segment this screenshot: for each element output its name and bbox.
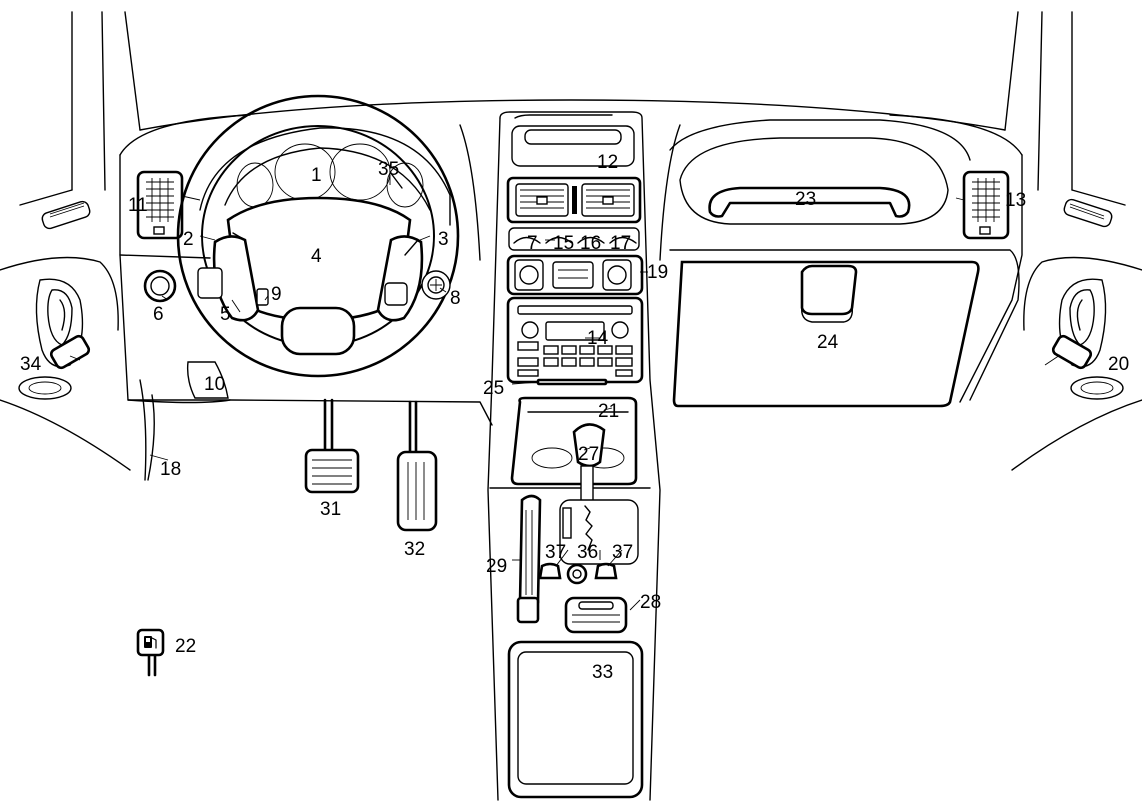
callout-35: 35: [378, 159, 399, 180]
steering-wheel[interactable]: [176, 94, 460, 378]
upper-storage-bin[interactable]: [511, 125, 635, 167]
callout-14: 14: [587, 328, 609, 349]
callout-7: 7: [527, 233, 538, 254]
callout-labels: 1 2 3 4 5 6 7 8 9 10 11 12 13 14 15 16 1…: [20, 152, 1129, 683]
passenger-grab-handle[interactable]: [679, 137, 949, 225]
callout-4: 4: [311, 246, 322, 267]
callout-10: 10: [204, 374, 225, 395]
climate-control-panel[interactable]: [506, 254, 644, 296]
right-side-defroster: [1063, 198, 1113, 228]
callout-25: 25: [483, 378, 504, 399]
callout-33: 33: [592, 662, 613, 683]
audio-head-unit[interactable]: [506, 296, 644, 384]
fuel-door-opener[interactable]: [136, 628, 165, 677]
callout-15: 15: [553, 233, 574, 254]
accelerator-pedal[interactable]: [396, 400, 438, 532]
brake-pedal[interactable]: [304, 398, 360, 494]
right-door-panel: [1011, 256, 1142, 471]
leader-lines: [69, 175, 1061, 611]
callout-5: 5: [220, 304, 231, 325]
callout-29: 29: [486, 556, 507, 577]
callout-12: 12: [597, 152, 618, 173]
callout-31: 31: [320, 499, 341, 520]
left-door-panel: [0, 256, 131, 471]
card-slot[interactable]: [536, 378, 608, 386]
callout-36: 36: [577, 542, 598, 563]
left-dimmer-knob[interactable]: [143, 269, 177, 303]
parking-brake-lever[interactable]: [516, 494, 542, 624]
hazard-switch-row[interactable]: [508, 227, 640, 251]
fuel-pump-icon: [144, 636, 157, 649]
callout-24: 24: [817, 332, 839, 353]
instrument-cluster: [199, 127, 451, 226]
callout-19: 19: [647, 262, 668, 283]
left-air-vent: [136, 170, 184, 240]
callout-6: 6: [153, 304, 164, 325]
callout-21: 21: [598, 401, 619, 422]
rear-console-button[interactable]: [564, 596, 628, 634]
callout-13: 13: [1005, 190, 1026, 211]
callout-37b: 37: [612, 542, 633, 563]
callout-16: 16: [580, 233, 601, 254]
center-air-vents[interactable]: [506, 176, 642, 224]
callout-11: 11: [128, 195, 148, 216]
callout-34: 34: [20, 354, 42, 375]
gear-shift-lever[interactable]: [538, 423, 639, 585]
callout-32: 32: [404, 539, 425, 560]
callout-20: 20: [1108, 354, 1129, 375]
center-console-body: [487, 111, 661, 801]
callout-3: 3: [438, 229, 449, 250]
hood-release-lever[interactable]: [186, 361, 229, 399]
right-air-vent: [962, 170, 1010, 240]
callout-8: 8: [450, 288, 461, 309]
callout-28: 28: [640, 592, 661, 613]
windshield-frame: [19, 11, 1126, 206]
passenger-dash-trim: [669, 119, 1020, 401]
callout-23: 23: [795, 189, 816, 210]
left-side-defroster: [41, 200, 91, 230]
callout-1: 1: [311, 165, 322, 186]
callout-18: 18: [160, 459, 181, 480]
parking-brake-release[interactable]: [139, 379, 155, 481]
callout-2: 2: [183, 229, 194, 250]
callout-37a: 37: [545, 542, 566, 563]
callout-17: 17: [610, 233, 631, 254]
callout-22: 22: [175, 636, 196, 657]
callout-9: 9: [271, 284, 282, 305]
center-armrest[interactable]: [507, 640, 644, 799]
callout-27: 27: [578, 444, 599, 465]
ignition-switch[interactable]: [421, 270, 451, 300]
glove-box[interactable]: [672, 260, 980, 408]
